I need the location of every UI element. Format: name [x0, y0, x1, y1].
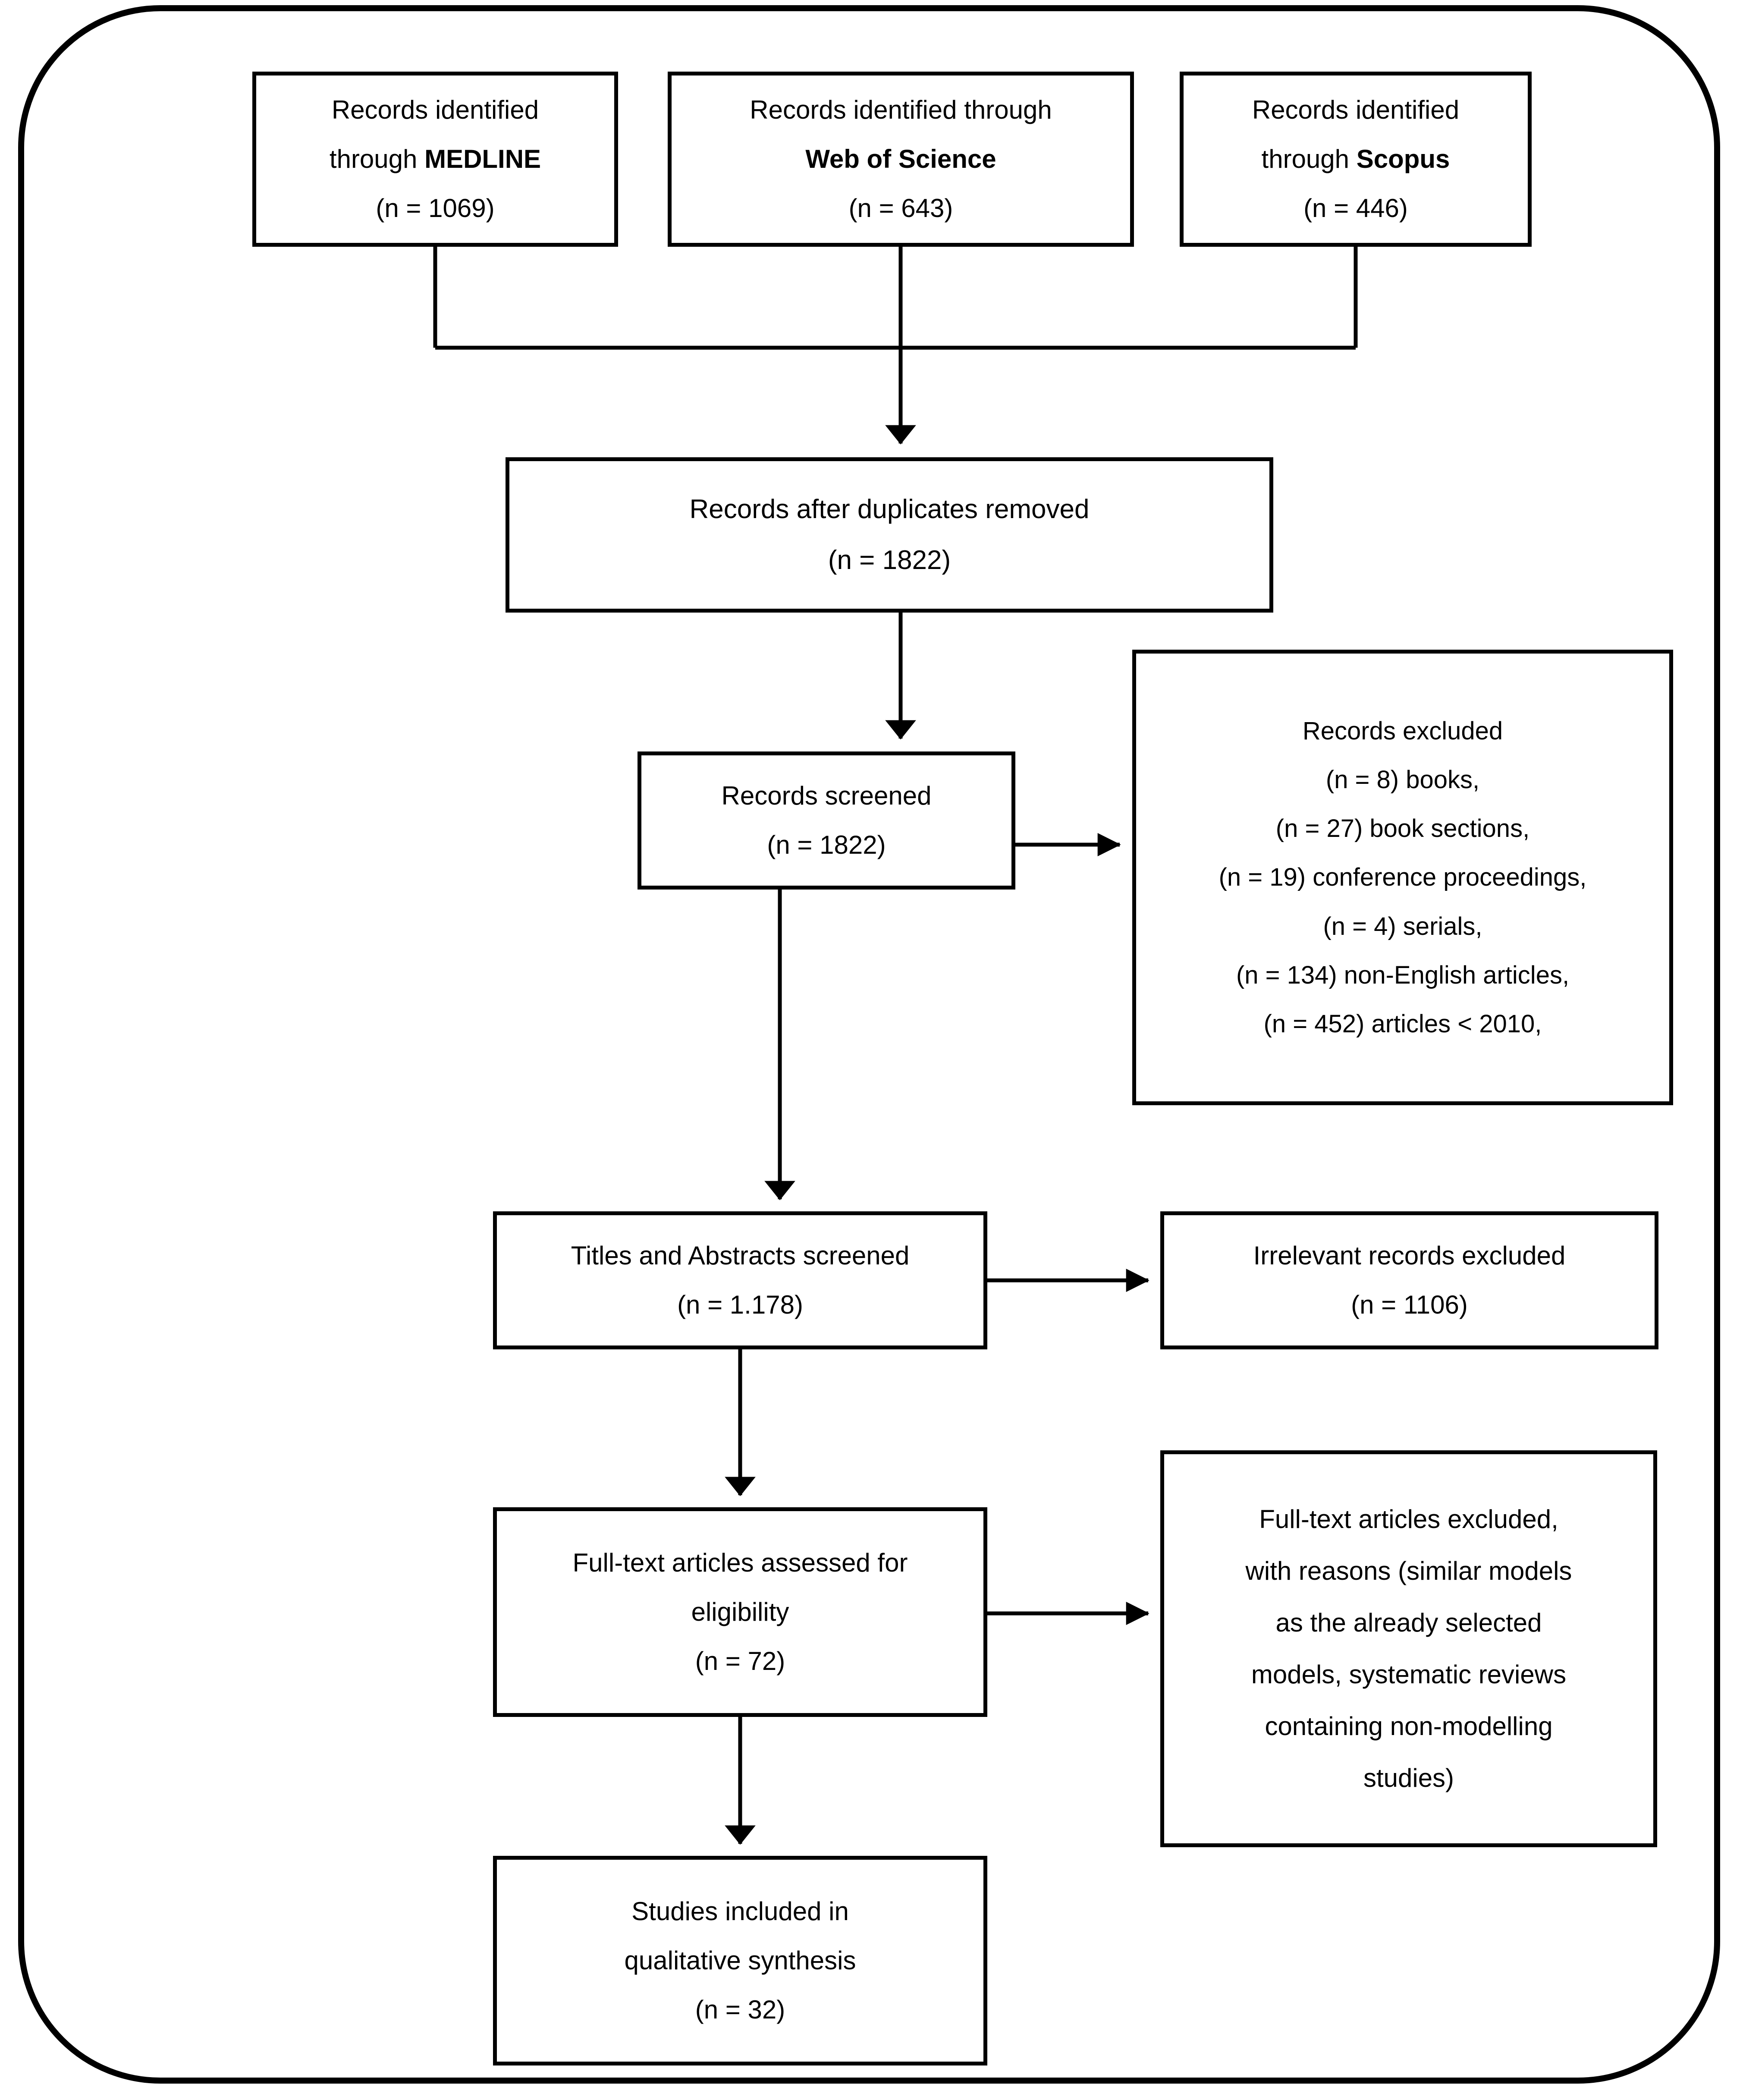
included-label-1: Studies included in	[631, 1897, 849, 1926]
node-records-screened: Records screened (n = 1822)	[638, 751, 1015, 890]
medline-source-name: MEDLINE	[424, 145, 541, 173]
medline-through-label: through	[329, 145, 425, 173]
node-titles-and-abstracts-screened: Titles and Abstracts screened (n = 1.178…	[493, 1211, 987, 1349]
records-excluded-reason-0: (n = 8) books,	[1325, 766, 1480, 794]
scopus-source-name: Scopus	[1356, 145, 1450, 173]
ftexcluded-line-1: Full-text articles excluded,	[1259, 1505, 1558, 1534]
dedup-count: (n = 1822)	[828, 545, 951, 575]
medline-line-2: through MEDLINE	[267, 135, 603, 184]
node-studies-included-qualitative-synthesis: Studies included in qualitative synthesi…	[493, 1856, 987, 2065]
titles-label: Titles and Abstracts screened	[571, 1241, 910, 1270]
irrelevant-count: (n = 1106)	[1351, 1290, 1468, 1319]
wos-source-bold: Web of Science	[805, 145, 996, 173]
node-records-after-duplicates-removed: Records after duplicates removed (n = 18…	[506, 457, 1273, 613]
outer-rounded-frame	[18, 5, 1720, 2084]
records-excluded-reason-5: (n = 452) articles < 2010,	[1263, 1009, 1542, 1038]
fulltext-label-2: eligibility	[691, 1597, 789, 1626]
node-irrelevant-records-excluded: Irrelevant records excluded (n = 1106)	[1160, 1211, 1658, 1349]
scopus-through-label: through	[1261, 145, 1357, 173]
ftexcluded-line-5: containing non-modelling	[1265, 1712, 1553, 1741]
irrelevant-label: Irrelevant records excluded	[1253, 1241, 1566, 1270]
dedup-label: Records after duplicates removed	[689, 494, 1090, 525]
scopus-line-2: through Scopus	[1195, 135, 1517, 184]
medline-line-1: Records identified	[331, 95, 539, 124]
titles-count: (n = 1.178)	[677, 1290, 803, 1319]
node-records-identified-scopus: Records identified through Scopus (n = 4…	[1180, 72, 1532, 247]
scopus-line-1: Records identified	[1252, 95, 1460, 124]
wos-count: (n = 643)	[848, 194, 953, 223]
node-fulltext-articles-excluded: Full-text articles excluded, with reason…	[1160, 1450, 1657, 1847]
screened-count: (n = 1822)	[767, 830, 886, 859]
screened-label: Records screened	[721, 781, 932, 810]
node-records-identified-web-of-science: Records identified through Web of Scienc…	[668, 72, 1134, 247]
ftexcluded-line-6: studies)	[1363, 1764, 1454, 1792]
fulltext-label-1: Full-text articles assessed for	[572, 1548, 908, 1577]
node-records-excluded: Records excluded (n = 8) books, (n = 27)…	[1132, 650, 1673, 1105]
ftexcluded-line-2: with reasons (similar models	[1245, 1556, 1572, 1585]
ftexcluded-line-3: as the already selected	[1275, 1608, 1542, 1637]
medline-count: (n = 1069)	[376, 194, 495, 223]
included-count: (n = 32)	[695, 1995, 785, 2024]
records-excluded-reason-2: (n = 19) conference proceedings,	[1219, 863, 1587, 892]
records-excluded-title: Records excluded	[1302, 717, 1503, 745]
scopus-count: (n = 446)	[1303, 194, 1408, 223]
fulltext-count: (n = 72)	[695, 1647, 785, 1676]
ftexcluded-line-4: models, systematic reviews	[1251, 1660, 1567, 1689]
included-label-2: qualitative synthesis	[624, 1946, 856, 1975]
records-excluded-reason-3: (n = 4) serials,	[1323, 912, 1482, 940]
wos-line-1: Records identified through	[750, 95, 1052, 124]
records-excluded-reason-4: (n = 134) non-English articles,	[1236, 961, 1570, 989]
wos-source-name: Web of Science	[683, 135, 1119, 184]
node-records-identified-medline: Records identified through MEDLINE (n = …	[252, 72, 618, 247]
records-excluded-reason-1: (n = 27) book sections,	[1275, 814, 1530, 843]
node-fulltext-articles-assessed: Full-text articles assessed for eligibil…	[493, 1507, 987, 1717]
